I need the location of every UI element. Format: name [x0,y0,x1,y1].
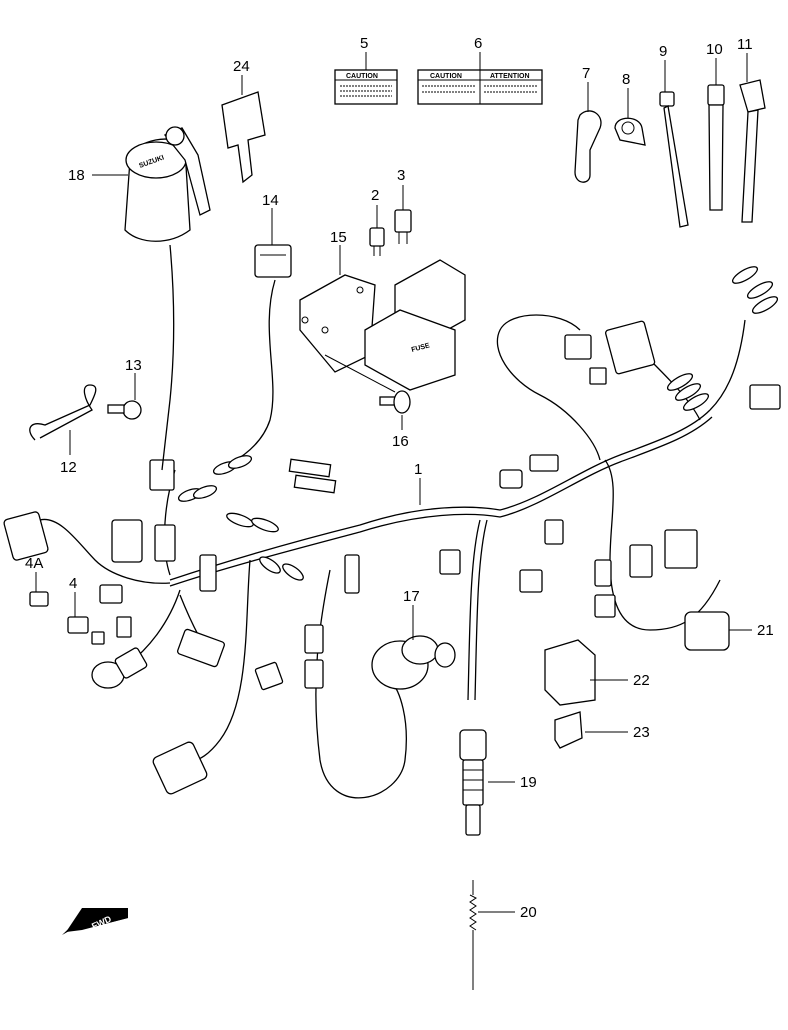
fuse-box-assembly: FUSE [299,259,466,393]
wire-clip-12 [29,384,97,441]
callout-12: 12 [60,459,77,476]
callout-22: 22 [633,672,650,689]
probe-20 [469,880,477,990]
callout-19: 19 [520,774,537,791]
cable-tie-10 [707,84,725,211]
leader-lines [35,52,752,913]
callout-17: 17 [403,588,420,605]
callout-2: 2 [371,187,379,204]
caution-label-5: CAUTION [334,69,398,105]
main-wiring-harness [3,266,781,799]
key-24 [221,91,266,184]
bolt-13 [107,400,142,420]
caution-text-6: CAUTION [430,73,462,80]
connector-14 [254,244,292,278]
cable-tie-11 [739,79,766,223]
callout-4a: 4A [25,555,43,572]
sensor-19 [459,729,487,836]
callout-4: 4 [69,575,77,592]
callout-23: 23 [633,724,650,741]
callout-9: 9 [659,43,667,60]
callout-21: 21 [757,622,774,639]
clamp-part-7 [574,110,602,183]
cable-tie-9 [659,91,689,228]
callout-13: 13 [125,357,142,374]
relay-21 [684,611,730,651]
callout-6: 6 [474,35,482,52]
callout-14: 14 [262,192,279,209]
callout-8: 8 [622,71,630,88]
callout-1: 1 [414,461,422,478]
bolt-16 [379,390,411,414]
fuse-part-4a [29,591,49,607]
ignition-switch-18: SUZUKI [124,126,211,471]
callout-numbers: 1 2 3 4 4A 5 6 7 8 9 10 11 12 13 14 15 1… [25,35,774,921]
bracket-23 [554,711,583,749]
fuse-part-4 [67,616,105,645]
fuse-part-3 [394,209,412,244]
callout-10: 10 [706,41,723,58]
fuse-part-2 [369,227,385,256]
relay-22 [544,639,596,706]
callout-7: 7 [582,65,590,82]
callout-20: 20 [520,904,537,921]
callout-18: 18 [68,167,85,184]
clamp-part-8 [614,117,646,146]
callout-5: 5 [360,35,368,52]
socket-17 [371,635,456,690]
callout-15: 15 [330,229,347,246]
callout-3: 3 [397,167,405,184]
callout-24: 24 [233,58,250,75]
caution-text-5: CAUTION [346,73,378,80]
forward-direction-arrow: FWD [62,908,128,935]
fuse-label: FUSE [411,342,431,354]
caution-attention-label-6: CAUTION ATTENTION [417,69,543,105]
callout-16: 16 [392,433,409,450]
attention-text-6: ATTENTION [490,73,530,80]
callout-11: 11 [737,36,753,53]
